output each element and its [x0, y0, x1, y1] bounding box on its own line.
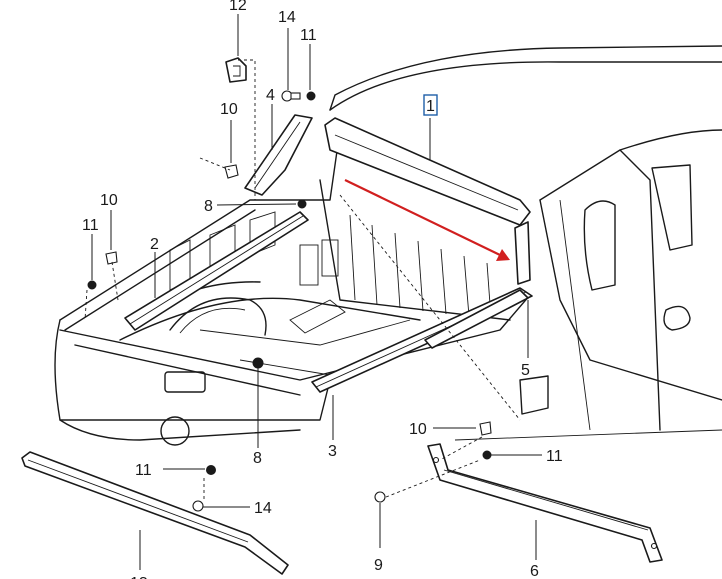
callout-10-left: 10 — [100, 192, 118, 209]
nut-11-tailgate — [206, 465, 216, 475]
clip-10-right — [479, 421, 492, 436]
clip-12 — [225, 57, 247, 83]
callout-8-top: 8 — [204, 198, 213, 215]
truck-cab — [329, 45, 722, 441]
part-5-right-rail — [424, 289, 529, 349]
leader-lines — [91, 14, 542, 570]
callout-6: 6 — [530, 563, 539, 579]
callout-10-top: 10 — [220, 101, 238, 118]
assembly-lines — [84, 59, 521, 500]
callout-11-right: 11 — [546, 448, 563, 465]
fastener-8-lower — [252, 357, 264, 369]
callout-labels: 1 12 14 11 10 4 8 10 11 2 5 8 3 10 11 11… — [82, 0, 563, 579]
screw-9 — [374, 491, 386, 503]
part-6-side-cap — [427, 443, 663, 563]
callout-1: 1 — [426, 98, 435, 115]
callout-11-left: 11 — [82, 217, 99, 234]
callout-14-tailgate: 14 — [254, 500, 272, 517]
callout-12: 12 — [229, 0, 247, 14]
part-2-left-rail — [124, 211, 309, 331]
callout-5: 5 — [521, 362, 530, 379]
callout-13: 13 — [130, 575, 148, 579]
nut-11-left — [87, 280, 97, 290]
nut-11-top — [306, 91, 316, 101]
callout-1-highlight — [423, 94, 438, 116]
fastener-8-top — [297, 199, 307, 209]
part-1-front-rail — [324, 117, 531, 285]
red-arrow — [344, 179, 510, 261]
clip-10-left — [105, 251, 118, 265]
callout-14-top: 14 — [278, 9, 296, 26]
callout-4: 4 — [266, 87, 275, 104]
fasteners — [87, 57, 492, 512]
callout-11-top: 11 — [300, 27, 317, 44]
screw-14-tailgate — [192, 500, 204, 512]
callout-3: 3 — [328, 443, 337, 460]
callout-8-lower: 8 — [253, 450, 262, 467]
callout-10-right: 10 — [409, 421, 427, 438]
nut-11-right — [482, 450, 492, 460]
callout-11-tailgate: 11 — [135, 462, 152, 479]
callout-9: 9 — [374, 557, 383, 574]
callout-2: 2 — [150, 236, 159, 253]
part-4-corner-cap — [244, 114, 313, 196]
part-13-tailgate-cap — [21, 451, 289, 575]
clip-10-top — [224, 164, 239, 179]
